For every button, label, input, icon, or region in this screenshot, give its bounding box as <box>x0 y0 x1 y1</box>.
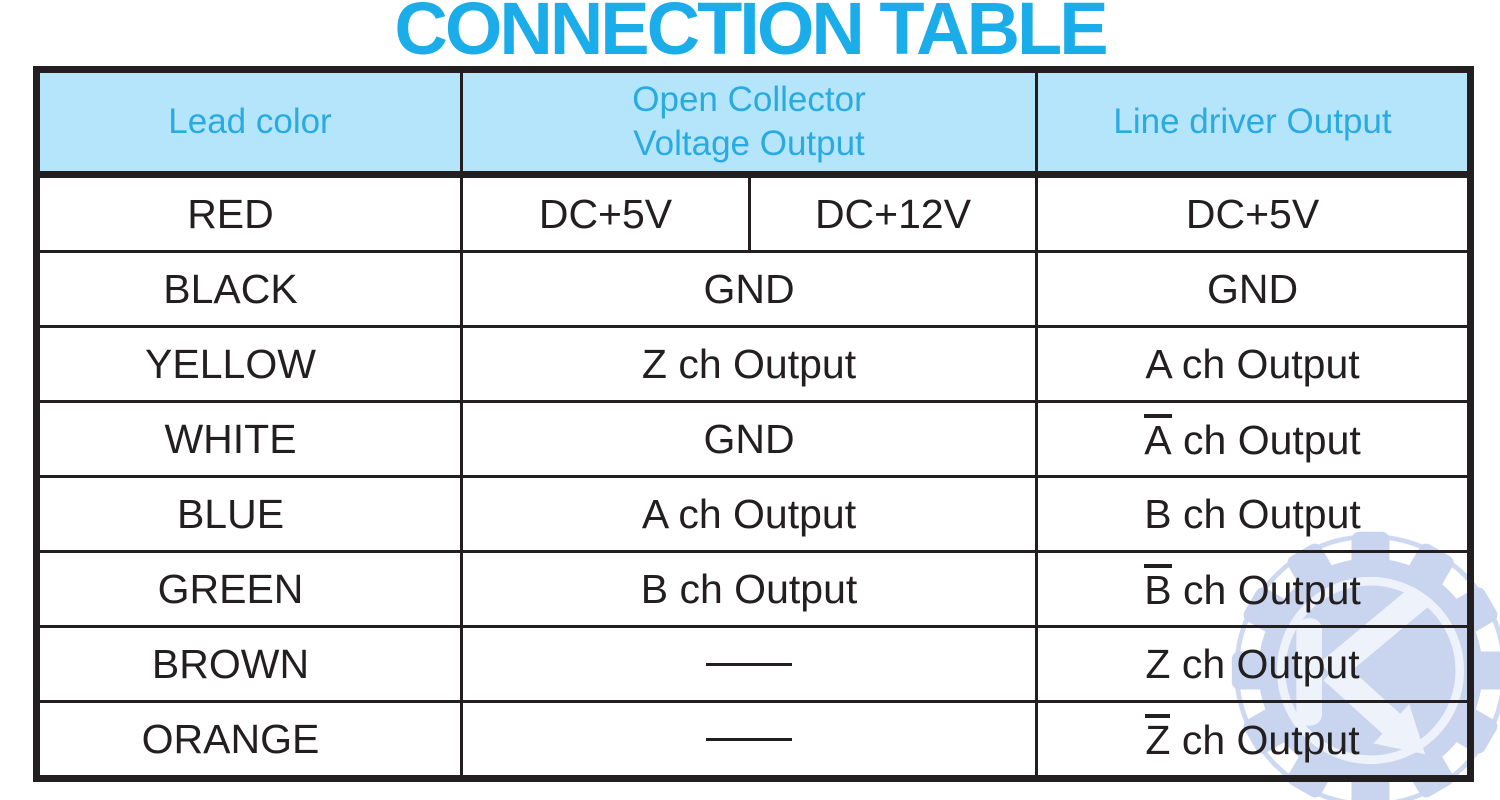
line-driver-cell: A ch Output <box>1035 400 1473 478</box>
open-collector-cell <box>459 700 1039 780</box>
table-row-green: GREEN B ch Output B ch Output <box>35 550 1473 628</box>
open-collector-5v-cell: DC+5V <box>460 173 751 253</box>
table-row-white: WHITE GND A ch Output <box>35 400 1473 478</box>
overlined-channel-letter: B <box>1144 564 1172 611</box>
line-driver-cell: A ch Output <box>1035 325 1473 403</box>
line-driver-cell: Z ch Output <box>1035 700 1473 780</box>
open-collector-cell: GND <box>459 250 1039 328</box>
channel-label-rest: ch Output <box>1171 567 1361 613</box>
lead-color-cell: GREEN <box>35 550 463 628</box>
open-collector-cell: Z ch Output <box>459 325 1039 403</box>
table-row-red: RED DC+5V DC+12V DC+5V <box>35 173 1473 253</box>
lead-color-cell: ORANGE <box>35 700 463 780</box>
lead-color-cell: BROWN <box>35 625 463 703</box>
connection-table: Lead color Open Collector Voltage Output… <box>33 66 1475 782</box>
overlined-channel-letter: A <box>1144 414 1172 461</box>
lead-color-cell: WHITE <box>35 400 463 478</box>
open-collector-cell <box>459 625 1039 703</box>
header-open-collector: Open Collector Voltage Output <box>459 68 1039 178</box>
line-driver-cell: Z ch Output <box>1035 625 1473 703</box>
line-driver-cell: B ch Output <box>1035 550 1473 628</box>
line-driver-cell: DC+5V <box>1035 173 1473 253</box>
header-open-collector-line2: Voltage Output <box>633 124 865 163</box>
header-line-driver: Line driver Output <box>1035 68 1473 178</box>
open-collector-cell: GND <box>459 400 1039 478</box>
lead-color-cell: RED <box>35 173 463 253</box>
open-collector-cell: B ch Output <box>459 550 1039 628</box>
header-lead-color: Lead color <box>35 68 463 178</box>
table-row-orange: ORANGE Z ch Output <box>35 700 1473 780</box>
table-row-blue: BLUE A ch Output B ch Output <box>35 475 1473 553</box>
table-row-yellow: YELLOW Z ch Output A ch Output <box>35 325 1473 403</box>
no-connection-dash <box>706 662 792 666</box>
table-row-brown: BROWN Z ch Output <box>35 625 1473 703</box>
line-driver-cell: GND <box>1035 250 1473 328</box>
header-open-collector-line1: Open Collector <box>632 80 866 120</box>
connection-table-wrap: Lead color Open Collector Voltage Output… <box>33 66 1475 782</box>
lead-color-cell: BLUE <box>35 475 463 553</box>
open-collector-cell: A ch Output <box>459 475 1039 553</box>
open-collector-12v-cell: DC+12V <box>747 173 1039 253</box>
lead-color-cell: BLACK <box>35 250 463 328</box>
page-title: CONNECTION TABLE <box>394 0 1108 70</box>
channel-label-rest: ch Output <box>1171 417 1361 463</box>
line-driver-cell: B ch Output <box>1035 475 1473 553</box>
no-connection-dash <box>706 737 792 741</box>
overlined-channel-letter: Z <box>1145 714 1171 761</box>
header-row: Lead color Open Collector Voltage Output… <box>35 68 1473 178</box>
lead-color-cell: YELLOW <box>35 325 463 403</box>
table-row-black: BLACK GND GND <box>35 250 1473 328</box>
channel-label-rest: ch Output <box>1170 717 1360 763</box>
